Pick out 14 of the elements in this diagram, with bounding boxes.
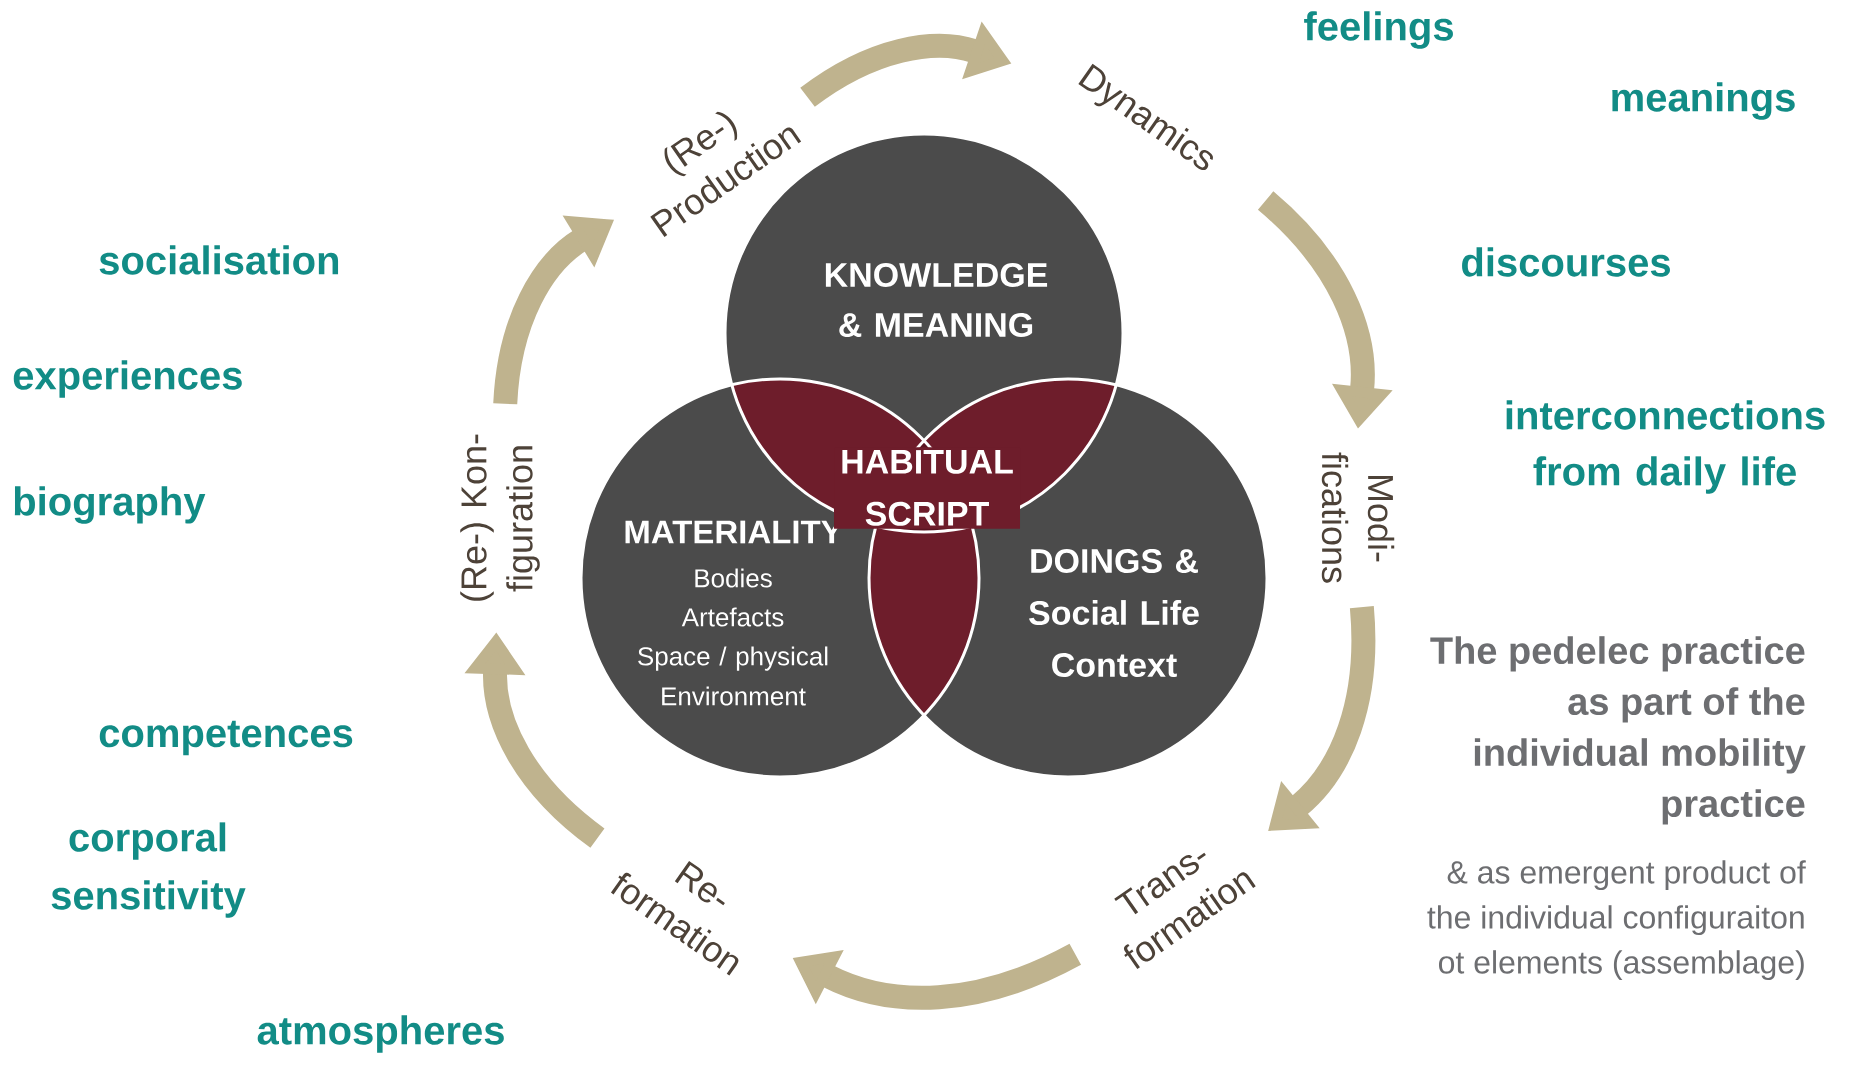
annotation-text: interconnections from daily life (1506, 400, 1825, 494)
annotation-text: experiences (13, 360, 242, 398)
annotation-text: socialisation (99, 245, 339, 275)
annotation-text: competences (99, 720, 353, 756)
annotation-text: atmospheres (257, 1015, 504, 1053)
annotation-text: discourses (1462, 247, 1670, 277)
annotation-text: corporal sensitivity (51, 822, 246, 918)
annotation-text: biography (14, 486, 206, 524)
annotation-text: feelings (1304, 11, 1453, 49)
annotation-text: meanings (1612, 82, 1795, 120)
stage-label: (Re-) Kon- figuration (460, 434, 540, 601)
annotation-text: & as emergent product of the individual configuraiton ot elements (assemblage) (1427, 860, 1806, 980)
annotation-text: The pedelec practice as part of the individual mobility practice (1430, 636, 1806, 825)
stage-label: Modi- fications (1321, 452, 1395, 583)
